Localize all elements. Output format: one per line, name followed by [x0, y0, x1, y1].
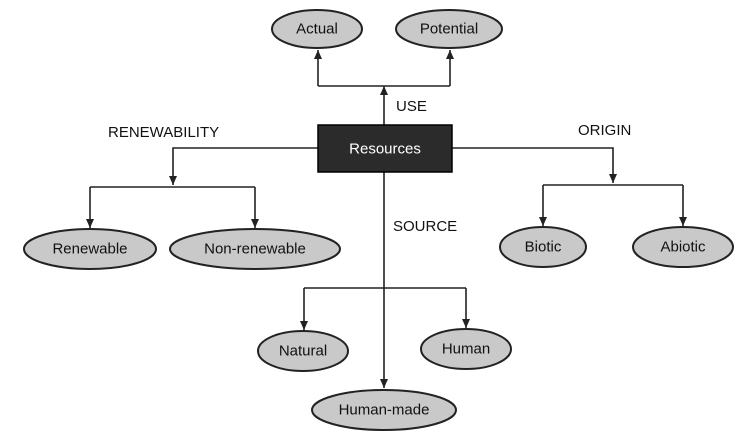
node-potential: Potential [395, 9, 503, 49]
node-actual: Actual [271, 9, 363, 49]
renewability-connector [169, 147, 318, 185]
node-renewable: Renewable [23, 228, 157, 270]
node-renewable-label: Renewable [52, 241, 127, 258]
node-actual-label: Actual [296, 21, 338, 38]
connectors [86, 50, 687, 388]
node-non-renewable-label: Non-renewable [204, 241, 306, 258]
branch-label-renewability: RENEWABILITY [108, 124, 219, 141]
origin-connector [452, 147, 617, 183]
branch-label-origin: ORIGIN [578, 122, 631, 139]
node-biotic: Biotic [499, 226, 587, 268]
center-label: Resources [349, 141, 421, 158]
node-human: Human [420, 328, 512, 370]
center-node: Resources [317, 124, 453, 173]
node-human-label: Human [442, 341, 490, 358]
node-abiotic: Abiotic [632, 226, 734, 268]
branch-label-source: SOURCE [393, 218, 457, 235]
center-box [317, 124, 453, 173]
node-natural-label: Natural [279, 343, 327, 360]
node-natural: Natural [257, 330, 349, 372]
node-abiotic-label: Abiotic [660, 239, 706, 256]
node-human-made-label: Human-made [339, 402, 430, 419]
node-biotic-label: Biotic [525, 239, 562, 256]
node-non-renewable: Non-renewable [169, 228, 341, 270]
node-potential-label: Potential [420, 21, 478, 38]
node-human-made: Human-made [311, 389, 457, 431]
branch-label-use: USE [396, 98, 427, 115]
